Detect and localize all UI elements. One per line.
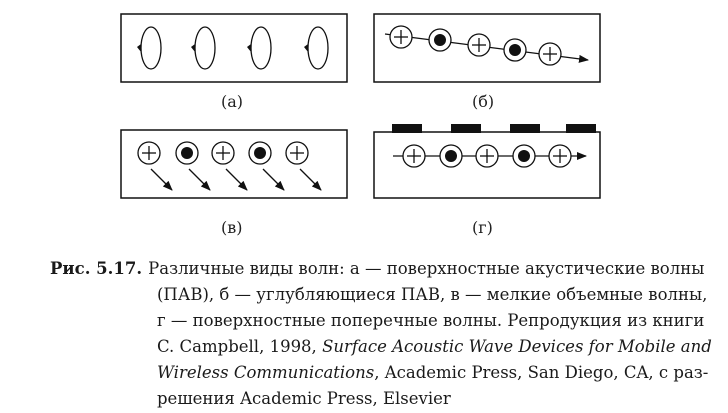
elliptical-orbit-icon [304, 26, 329, 70]
arrow-icon [299, 168, 322, 191]
electrode-1 [392, 124, 422, 133]
arrow-icon [188, 168, 211, 191]
dot-particle-icon [503, 38, 527, 62]
figure-caption: Рис. 5.17. Различные виды волн: а — повер… [50, 256, 712, 412]
plus-particle-icon [467, 33, 491, 57]
elliptical-orbit-icon [247, 26, 272, 70]
arrow-icon [225, 168, 248, 191]
panel-a [120, 13, 348, 83]
panel-d [373, 124, 601, 199]
caption-text-4a: C. Campbell, 1998, [157, 337, 323, 356]
electrode-3 [510, 124, 540, 133]
dot-particle-icon [175, 141, 199, 165]
panel-b [373, 13, 601, 83]
arrow-icon [150, 168, 173, 191]
caption-label: Рис. 5.17. [50, 259, 143, 278]
caption-line-6: решения Academic Press, Elsevier [157, 389, 451, 408]
caption-text-5b: , Academic Press, San Diego, CA, с раз- [374, 363, 709, 382]
caption-line-2: (ПАВ), б — углубляющиеся ПАВ, в — мелкие… [157, 285, 708, 304]
figure-svg [120, 13, 601, 199]
dot-particle-icon [428, 28, 452, 52]
caption-text-1: Различные виды волн: а — поверхностные а… [148, 259, 705, 278]
plus-particle-icon [211, 141, 235, 165]
arrow-icon [262, 168, 285, 191]
caption-line-5: Wireless Communications, Academic Press,… [50, 360, 712, 386]
plus-particle-icon [285, 141, 309, 165]
plus-particle-icon [389, 25, 413, 49]
plus-particle-icon [548, 144, 572, 168]
dot-particle-icon [439, 144, 463, 168]
dot-particle-icon [248, 141, 272, 165]
panel-a-label: (а) [221, 92, 244, 111]
panel-c [120, 129, 348, 199]
caption-line-3: г — поверхностные поперечные волны. Репр… [157, 311, 705, 330]
panel-c-label: (в) [221, 218, 243, 237]
plus-particle-icon [402, 144, 426, 168]
caption-book-title-2: Wireless Communications [157, 363, 375, 382]
plus-particle-icon [137, 141, 161, 165]
plus-particle-icon [475, 144, 499, 168]
electrode-2 [451, 124, 481, 133]
panel-b-label: (б) [472, 92, 495, 111]
elliptical-orbit-icon [191, 26, 216, 70]
dot-particle-icon [512, 144, 536, 168]
caption-line-4: C. Campbell, 1998, Surface Acoustic Wave… [50, 334, 712, 360]
plus-particle-icon [538, 42, 562, 66]
panel-d-label: (г) [472, 218, 493, 237]
caption-book-title-1: Surface Acoustic Wave Devices for Mobile… [322, 337, 712, 356]
caption-line-1: Рис. 5.17. Различные виды волн: а — повер… [50, 256, 712, 282]
electrode-4 [566, 124, 596, 133]
elliptical-orbit-icon [137, 26, 162, 70]
